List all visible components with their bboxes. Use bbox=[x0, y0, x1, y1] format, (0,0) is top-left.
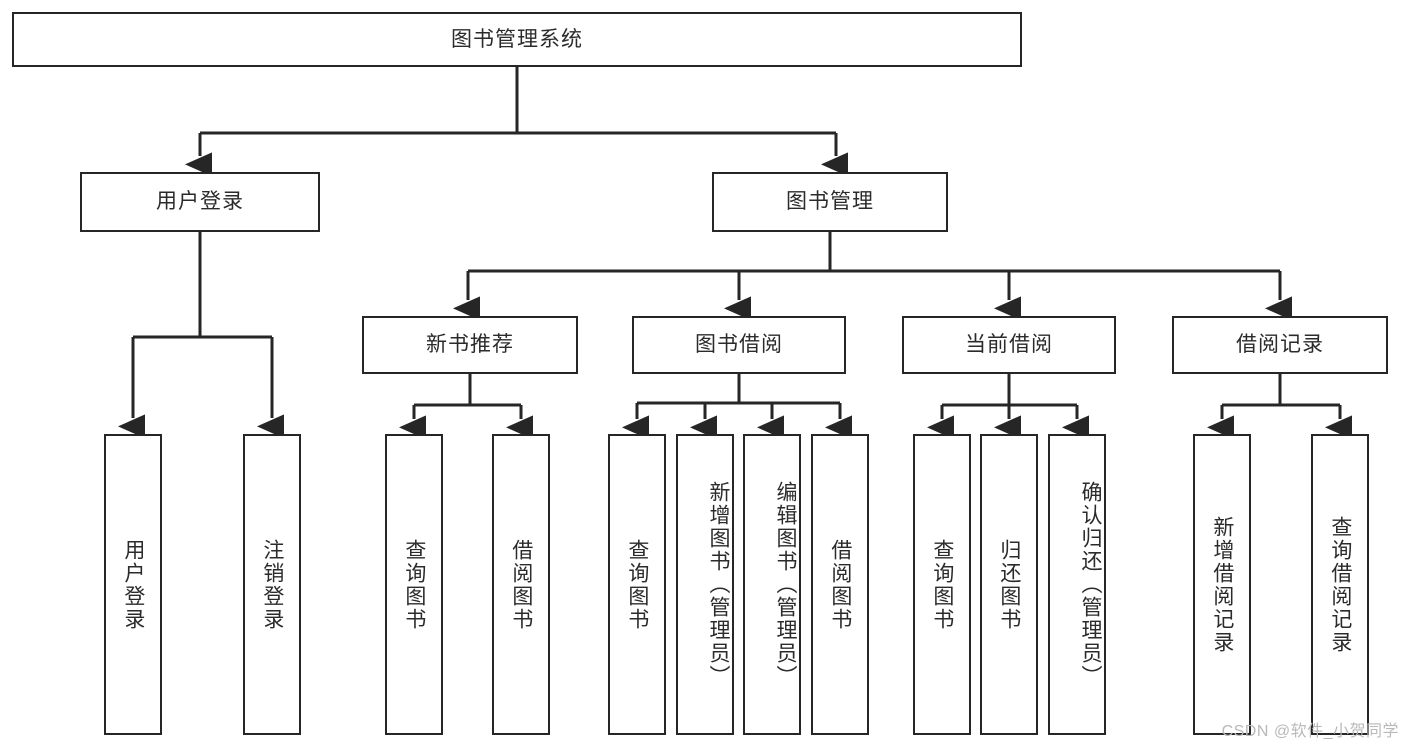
leaf-user-login-login[interactable]: 用户登录 bbox=[104, 434, 162, 735]
node-user-login[interactable]: 用户登录 bbox=[80, 172, 320, 232]
leaf-current-borrow-query-book[interactable]: 查询图书 bbox=[913, 434, 971, 735]
leaf-borrow-records-query-record[interactable]: 查询借阅记录 bbox=[1311, 434, 1369, 735]
leaf-book-borrow-borrow-book[interactable]: 借阅图书 bbox=[811, 434, 869, 735]
node-current-borrow[interactable]: 当前借阅 bbox=[902, 316, 1116, 374]
leaf-new-book-query-book[interactable]: 查询图书 bbox=[385, 434, 443, 735]
node-new-book-recommend[interactable]: 新书推荐 bbox=[362, 316, 578, 374]
leaf-borrow-records-add-record[interactable]: 新增借阅记录 bbox=[1193, 434, 1251, 735]
leaf-current-borrow-return-book[interactable]: 归还图书 bbox=[980, 434, 1038, 735]
leaf-new-book-borrow-book[interactable]: 借阅图书 bbox=[492, 434, 550, 735]
leaf-user-login-logout[interactable]: 注销登录 bbox=[243, 434, 301, 735]
node-book-borrow[interactable]: 图书借阅 bbox=[632, 316, 846, 374]
leaf-book-borrow-query-book[interactable]: 查询图书 bbox=[608, 434, 666, 735]
leaf-current-borrow-confirm-return-admin[interactable]: 确认归还（管理员） bbox=[1048, 434, 1106, 735]
node-book-management[interactable]: 图书管理 bbox=[712, 172, 948, 232]
leaf-book-borrow-edit-book-admin[interactable]: 编辑图书（管理员） bbox=[743, 434, 801, 735]
node-borrow-records[interactable]: 借阅记录 bbox=[1172, 316, 1388, 374]
leaf-book-borrow-add-book-admin[interactable]: 新增图书（管理员） bbox=[676, 434, 734, 735]
node-root-book-management-system[interactable]: 图书管理系统 bbox=[12, 12, 1022, 67]
